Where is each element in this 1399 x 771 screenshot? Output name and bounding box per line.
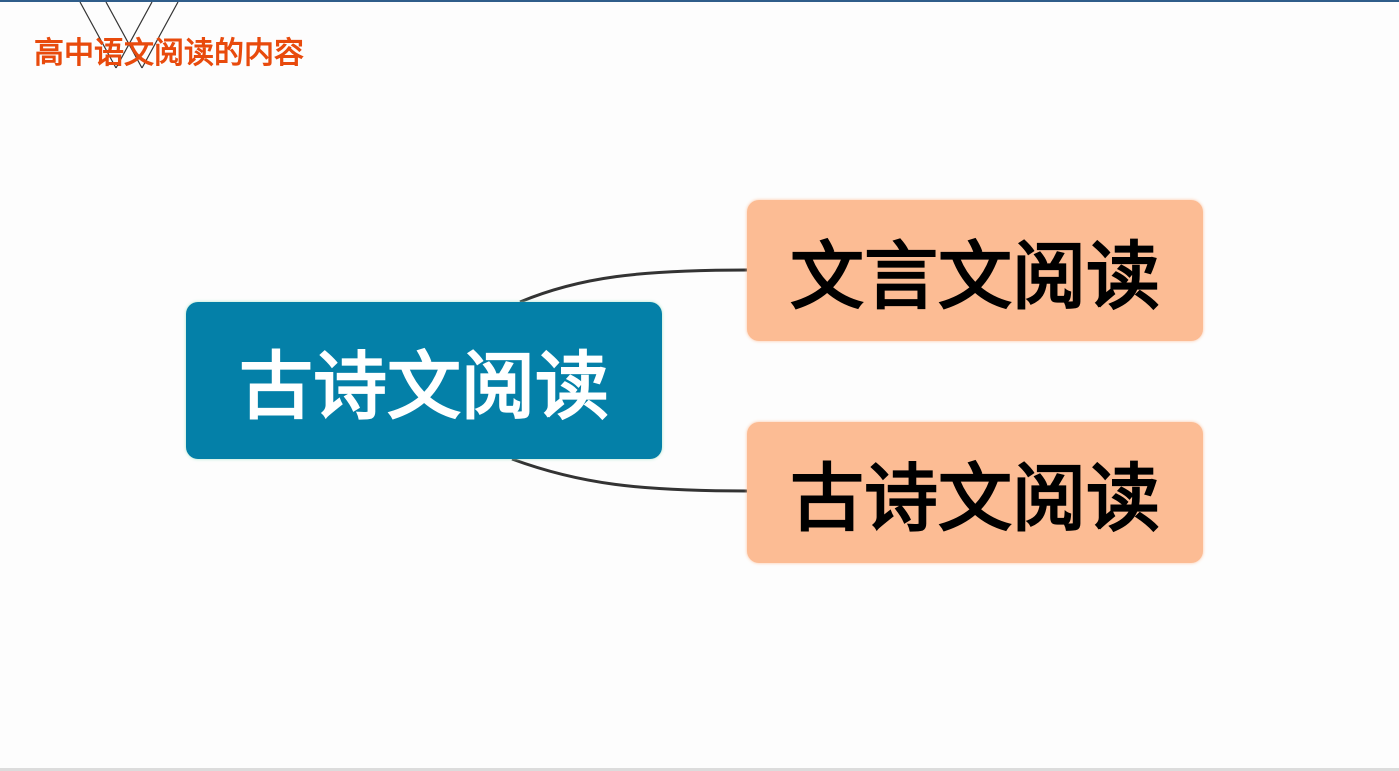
mindmap-child-node-2[interactable]: 古诗文阅读: [747, 422, 1203, 563]
slide-title: 高中语文阅读的内容: [34, 36, 304, 71]
mindmap-child-node-1[interactable]: 文言文阅读: [747, 200, 1203, 341]
mindmap-root-node[interactable]: 古诗文阅读: [186, 302, 662, 459]
connector-root-to-child-1: [519, 268, 749, 304]
connector-root-to-child-2: [511, 457, 749, 493]
bottom-border: [0, 768, 1399, 771]
decorative-v-lines: [79, 2, 179, 69]
